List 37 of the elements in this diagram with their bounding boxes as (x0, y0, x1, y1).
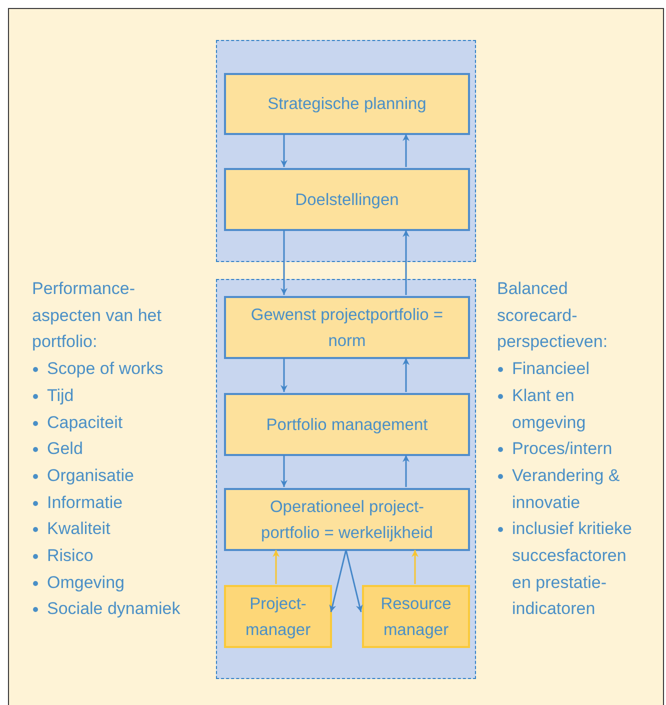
bullet-item: Kwaliteit (47, 518, 112, 540)
bullet-item: Geld (47, 438, 84, 460)
process-box: Portfolio management (224, 393, 470, 456)
arrow (280, 358, 288, 392)
arrow (280, 230, 288, 295)
arrow (345, 550, 363, 612)
arrow (402, 358, 410, 392)
arrow (402, 230, 410, 295)
process-box: Project-manager (224, 585, 332, 648)
arrow (329, 550, 347, 612)
arrow (402, 134, 410, 167)
bullet-item: Omgeving (47, 572, 126, 594)
process-box: Resource manager (362, 585, 470, 648)
bullet-item: Risico (47, 545, 94, 568)
process-box: Gewenst projectportfolio = norm (224, 296, 470, 359)
list-heading: Balanced scorecard-perspectieven: (497, 278, 609, 354)
process-box: Operationeel project-portfolio = werkelijkheid (224, 488, 470, 551)
process-box: Strategische planning (224, 73, 470, 135)
bullet-item: Proces/intern (512, 438, 614, 460)
arrow (272, 550, 280, 584)
dashed-group-box (216, 40, 476, 262)
bullet-item: Organisatie (47, 464, 135, 487)
arrow (402, 455, 410, 487)
bullet-item: inclusief kritieke succesfactoren en prestatie-indicatoren (512, 518, 633, 620)
dashed-group-box (216, 279, 476, 679)
process-box: Doelstellingen (224, 168, 470, 231)
bullet-item: Klant en omgeving (512, 384, 587, 434)
bullet-item: Capaciteit (47, 412, 124, 434)
arrow (412, 550, 418, 584)
arrow (280, 134, 288, 167)
bullet-item: Tijd (47, 384, 75, 407)
bullet-item: Sociale dynamiek (47, 598, 182, 620)
bullet-item: Financieel (512, 358, 590, 380)
arrow (280, 455, 288, 487)
list-heading: Performance-aspecten van het portfolio: (32, 278, 162, 354)
bullet-item: Scope of works (47, 358, 164, 380)
bullet-item: Informatie (47, 492, 124, 514)
